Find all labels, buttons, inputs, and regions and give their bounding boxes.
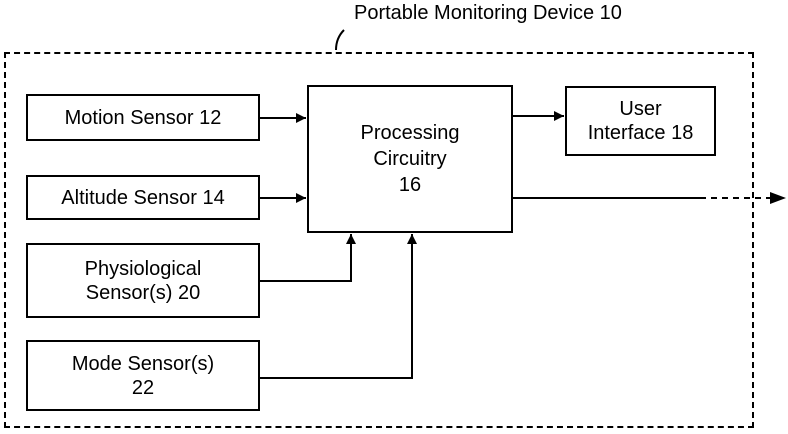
device-title-leader-line: [336, 30, 344, 50]
mode-to-processing-arrow: [260, 234, 412, 378]
physiological-to-processing-arrow: [260, 234, 351, 281]
external-output-arrowhead: [770, 192, 786, 204]
